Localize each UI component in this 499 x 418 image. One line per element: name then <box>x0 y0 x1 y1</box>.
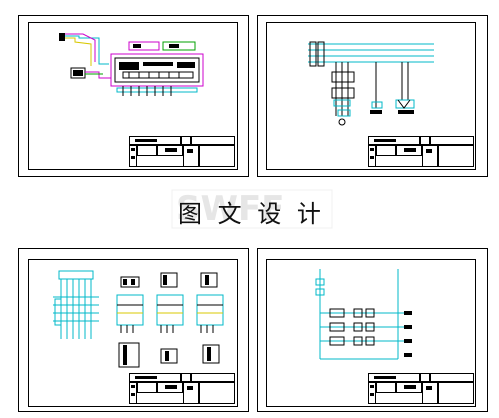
module-group-3 <box>196 272 224 364</box>
title-block <box>368 136 474 167</box>
watermark: SWFF 图 文 设 计 <box>160 186 336 232</box>
watermark-text: 图 文 设 计 <box>178 200 325 228</box>
title-block <box>129 373 235 404</box>
drawing-border <box>28 259 238 407</box>
watermark-ghost-letters: SWFF <box>171 189 333 229</box>
plc-wiring-diagram <box>59 33 204 96</box>
module-group-1 <box>116 276 144 368</box>
drawing-sheet-terminal-layout <box>18 248 249 412</box>
control-circuit-diagram <box>315 269 412 360</box>
title-block <box>129 136 235 167</box>
drawing-border <box>266 259 476 407</box>
power-circuit-diagram <box>308 41 434 126</box>
drawing-border <box>266 22 476 170</box>
drawing-sheet-plc-wiring <box>18 15 249 177</box>
title-block <box>368 373 474 404</box>
drawing-sheet-power-circuit <box>257 15 488 177</box>
module-group-2 <box>156 272 184 364</box>
svg-text:SWFF: SWFF <box>176 189 284 229</box>
terminal-layout-diagram <box>53 270 224 368</box>
drawing-sheet-control-circuit <box>257 248 488 412</box>
drawing-border <box>28 22 238 170</box>
